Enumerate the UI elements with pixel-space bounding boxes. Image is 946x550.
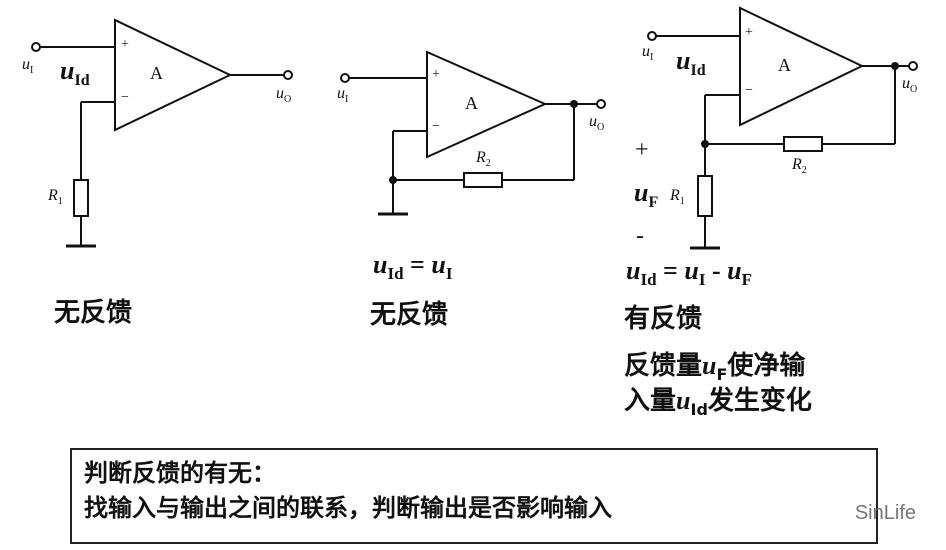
resistor-r1-circuit1 [73,179,89,217]
input-label: uI [22,56,34,77]
opamp-plus-label: + [745,25,753,40]
summary-title: 判断反馈的有无： [84,459,276,487]
amp-label: A [465,93,478,113]
input-terminal-3 [647,31,657,41]
input-label: uI [642,43,654,64]
minus-sign: - [636,223,644,249]
opamp-plus-label: + [121,37,129,52]
opamp-minus-label: − [745,83,753,98]
input-terminal-2 [340,73,350,83]
opamp-3 [739,6,865,127]
opamp-minus-label: − [121,90,129,105]
summary-text: 找输入与输出之间的联系，判断输出是否影响输入 [84,493,612,522]
opamp-2 [426,50,548,159]
output-terminal-3 [908,61,918,71]
output-terminal-1 [283,70,293,80]
junction-dot [701,140,709,148]
caption-no-feedback-2: 无反馈 [370,300,449,330]
diff-voltage-label: uId [676,46,706,80]
output-label: uO [589,113,605,134]
opamp-1 [114,18,233,132]
output-terminal-2 [596,99,606,109]
amp-label: A [778,55,791,75]
equation-3: uId = uI - uF [626,256,752,290]
feedback-voltage-label: uF [634,178,659,212]
caption-no-feedback-1: 无反馈 [54,298,133,328]
feedback-description: 反馈量uF使净输 入量uId发生变化 [624,351,812,420]
caption-with-feedback: 有反馈 [624,304,703,334]
output-label: uO [902,75,918,96]
equation-2: uId = uI [373,250,453,284]
diff-voltage-label: uId [60,56,90,90]
output-label: uO [276,85,292,106]
junction-dot [570,100,578,108]
junction-dot [891,62,899,70]
junction-dot [389,176,397,184]
feedback-resistor-label: R2 [792,156,807,177]
resistor-label: R1 [48,187,63,208]
opamp-plus-label: + [432,67,440,82]
resistor-label: R2 [476,149,491,170]
ground-resistor-label: R1 [670,187,685,208]
resistor-r2-circuit2 [463,172,503,188]
input-terminal-1 [31,42,41,52]
resistor-r2-circuit3 [783,136,823,152]
summary-box: 判断反馈的有无： 找输入与输出之间的联系，判断输出是否影响输入 [70,448,878,544]
opamp-minus-label: − [432,119,440,134]
watermark: SinLife [854,502,916,524]
input-label: uI [337,85,349,106]
plus-sign: + [635,137,649,163]
amp-label: A [150,63,163,83]
resistor-r1-circuit3 [697,175,713,217]
